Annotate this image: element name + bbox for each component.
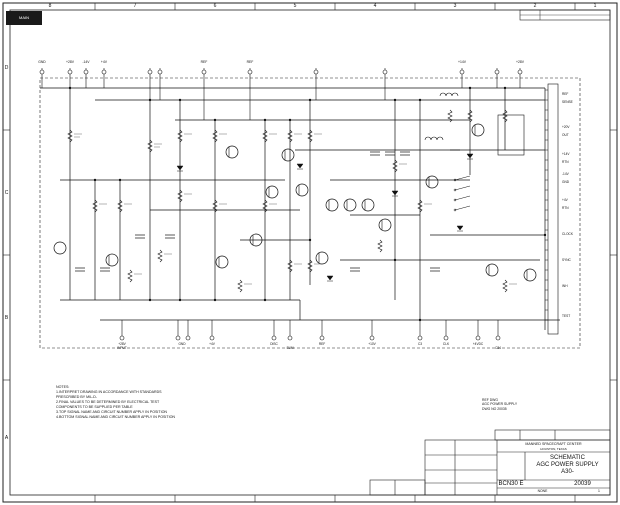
top-terminal-circles xyxy=(39,69,523,75)
title-block-frame xyxy=(369,429,611,496)
connector-label: +20V xyxy=(562,125,570,129)
row-label: C xyxy=(4,190,9,196)
org-location: HOUSTON, TEXAS xyxy=(540,447,567,451)
right-pin-leads xyxy=(545,89,548,321)
connector-label: +28V xyxy=(118,342,126,346)
resistors xyxy=(67,109,508,293)
bottom-leads xyxy=(121,320,499,338)
col-label: 3 xyxy=(453,3,457,9)
row-label: D xyxy=(4,65,9,71)
component-label-marks xyxy=(74,133,517,285)
note-line: COMPONENTS TO BE SUPPLIED PER TABLE xyxy=(56,405,133,409)
drawing-code: BCN30 E xyxy=(498,481,524,487)
connector-label: C34 xyxy=(495,346,501,350)
scale-value: NONE xyxy=(537,489,548,493)
connector-label: SUM xyxy=(286,346,294,350)
notes-block: NOTES: 1.INTERPRET DRAWING IN ACCORDANCE… xyxy=(56,385,266,420)
bottom-terminal-circles xyxy=(119,335,501,341)
connector-label: SENSE xyxy=(562,100,573,104)
note-line: 2.FINAL VALUES TO BE DETERMINED BY ELECT… xyxy=(56,400,160,404)
note-line: PRESCRIBED BY MIL-D- xyxy=(56,395,98,399)
connector-label: +14V xyxy=(562,152,570,156)
col-label: 7 xyxy=(133,3,137,9)
terminal-label: -14V xyxy=(82,60,90,64)
transistors xyxy=(53,123,537,282)
connector-label: RTN xyxy=(562,160,569,164)
right-connector-strip xyxy=(547,83,559,335)
col-label: 4 xyxy=(373,3,377,9)
drawing-title: AGC POWER SUPPLY xyxy=(536,462,599,468)
drawing-title-2: A30- xyxy=(561,469,574,475)
relay-contacts xyxy=(453,175,471,212)
col-label: 5 xyxy=(293,3,297,9)
col-label: 6 xyxy=(213,3,217,9)
zone-ticks xyxy=(3,3,617,502)
connector-label: INH xyxy=(562,284,568,288)
connector-label: RTN xyxy=(562,206,569,210)
connector-label: GND xyxy=(562,180,570,184)
connector-label: CLK xyxy=(442,342,450,346)
terminal-label: +14V xyxy=(457,60,466,64)
sheet-number: 1 xyxy=(598,489,600,493)
terminal-label: REF xyxy=(200,60,208,64)
capacitors xyxy=(75,151,440,272)
col-label: 1 xyxy=(593,3,597,9)
connector-label: +10V xyxy=(368,342,376,346)
sheet-type: SCHEMATIC xyxy=(550,455,585,461)
ref-line: DWG NO 20035 xyxy=(482,406,507,411)
connector-label: +4VDC xyxy=(472,342,484,346)
terminal-label: GND xyxy=(38,60,46,64)
col-label: 2 xyxy=(533,3,537,9)
terminal-label: REF xyxy=(246,60,254,64)
connector-label: CLOCK xyxy=(562,232,573,236)
top-leads xyxy=(41,68,521,120)
terminal-label: +4V xyxy=(100,60,108,64)
org-name: MANNED SPACECRAFT CENTER xyxy=(525,442,582,446)
connector-label: DISC xyxy=(270,342,278,346)
connector-label: C3 xyxy=(417,342,423,346)
note-line: 3.TOP SIGNAL NAME AND CIRCUIT NUMBER APP… xyxy=(56,410,167,414)
connector-label: REF xyxy=(318,342,326,346)
row-label: B xyxy=(4,315,9,321)
connector-label: REF xyxy=(562,92,569,96)
connector-label: INPUT xyxy=(117,346,127,350)
notes-heading: NOTES: xyxy=(56,385,70,389)
transistor-leads xyxy=(108,125,528,280)
ref-line: AGC POWER SUPPLY xyxy=(482,402,518,407)
drawing-number: 20039 xyxy=(574,481,591,487)
connector-label: +4V xyxy=(562,198,568,202)
terminal-label: +28V xyxy=(515,60,524,64)
connector-label: -14V xyxy=(562,172,569,176)
row-label: A xyxy=(4,435,9,441)
inner-border xyxy=(9,9,611,496)
connector-label: GND xyxy=(178,342,186,346)
module-boundary xyxy=(39,77,581,349)
connector-label: +4V xyxy=(209,342,215,346)
bus-wiring xyxy=(40,87,560,330)
stamp-logo: MAIN xyxy=(6,11,42,25)
note-line: 1.INTERPRET DRAWING IN ACCORDANCE WITH S… xyxy=(56,390,162,394)
connector-label: OUT xyxy=(562,133,569,137)
terminal-label: +28V xyxy=(65,60,74,64)
diodes xyxy=(176,153,474,282)
reference-drawing: REF DWG AGC POWER SUPPLY DWG NO 20035 xyxy=(482,398,517,411)
connector-label: SYNC xyxy=(562,258,571,262)
connector-label: TEST xyxy=(562,314,571,318)
note-line: 4.BOTTOM SIGNAL NAME AND CIRCUIT NUMBER … xyxy=(56,415,176,419)
col-label: 8 xyxy=(48,3,52,9)
inductors xyxy=(424,92,525,156)
junction-dots xyxy=(68,86,547,322)
ref-heading: REF DWG xyxy=(482,398,499,402)
